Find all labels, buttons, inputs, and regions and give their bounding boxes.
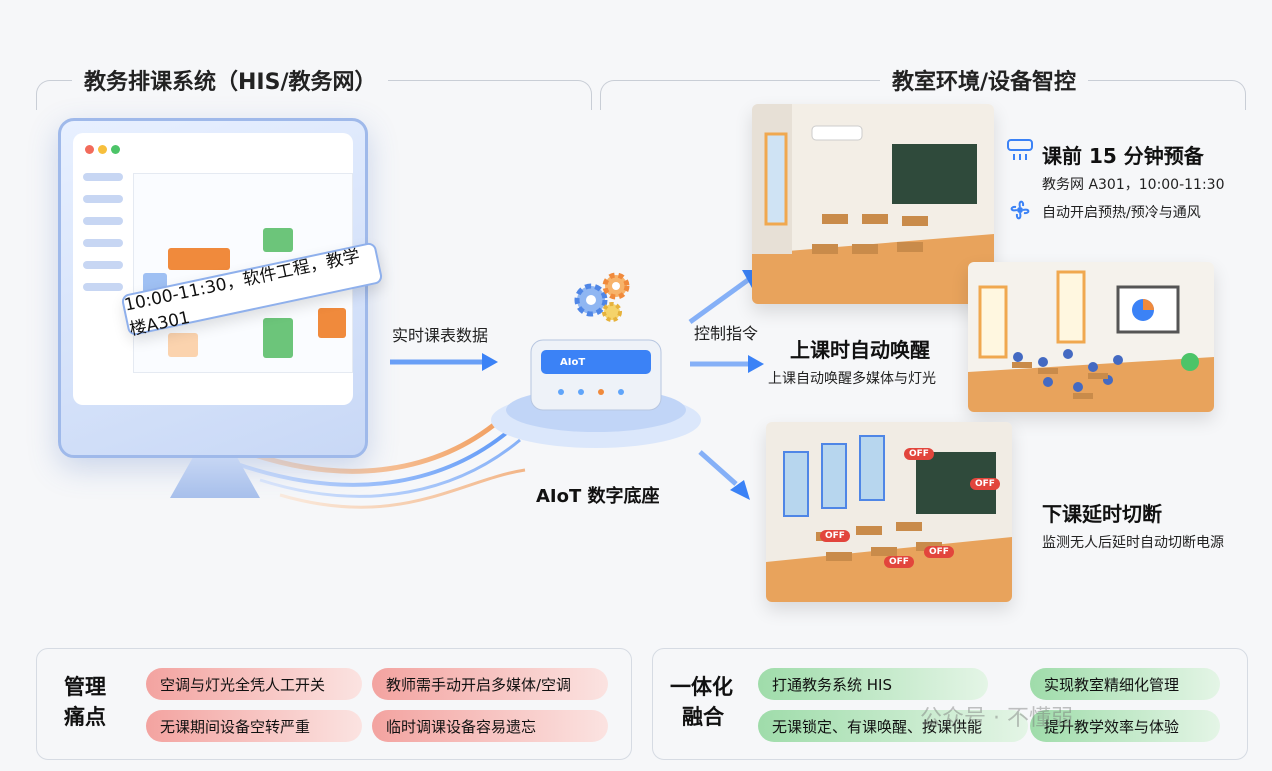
fusion-item: 提升教学效率与体验 xyxy=(1030,710,1220,742)
hub-device-text: AIoT xyxy=(560,357,586,368)
room3-line1: 监测无人后延时自动切断电源 xyxy=(1042,535,1224,551)
right-arrow-icon xyxy=(390,353,498,371)
air-conditioner-icon xyxy=(1007,139,1033,160)
classroom-power-off-image xyxy=(766,422,1012,602)
room2-line1: 上课自动唤醒多媒体与灯光 xyxy=(768,371,936,387)
aiot-hub-label: AIoT 数字底座 xyxy=(536,486,660,507)
right-panel-title: 教室环境/设备智控 xyxy=(880,64,1089,96)
room1-line1: 教务网 A301，10:00-11:30 xyxy=(1042,177,1225,193)
room1-title: 课前 15 分钟预备 xyxy=(1042,144,1204,168)
pain-item: 教师需手动开启多媒体/空调 xyxy=(372,668,608,700)
off-badge-2: OFF xyxy=(970,478,1000,490)
off-badge-1: OFF xyxy=(904,448,934,460)
pain-item: 临时调课设备容易遗忘 xyxy=(372,710,608,742)
window-dot-yellow xyxy=(98,145,107,154)
window-dot-red xyxy=(85,145,94,154)
sidebar xyxy=(83,173,123,373)
off-badge-3: OFF xyxy=(820,530,850,542)
fusion-item: 打通教务系统 HIS xyxy=(758,668,988,700)
fusion-label: 一体化 融合 xyxy=(670,672,733,732)
classroom-in-session-image xyxy=(968,262,1214,412)
pain-item: 无课期间设备空转严重 xyxy=(146,710,362,742)
fusion-item: 无课锁定、有课唤醒、按课供能 xyxy=(758,710,1028,742)
data-flow-lines xyxy=(239,398,662,509)
gear-icon xyxy=(574,272,630,322)
room1-line2: 自动开启预热/预冷与通风 xyxy=(1042,205,1201,221)
pain-label-line1: 管理 xyxy=(64,675,106,699)
classroom-preparation-image xyxy=(752,104,994,304)
room2-title: 上课时自动唤醒 xyxy=(790,338,930,362)
control-arrows xyxy=(688,270,764,500)
fan-icon xyxy=(1010,200,1030,220)
watermark: 公众号 · 不懂弱 xyxy=(920,706,1073,731)
realtime-data-label: 实时课表数据 xyxy=(392,326,489,345)
pain-label-line2: 痛点 xyxy=(64,705,106,729)
room3-title: 下课延时切断 xyxy=(1042,502,1162,526)
fusion-label-line1: 一体化 xyxy=(670,675,733,699)
fusion-label-line2: 融合 xyxy=(682,705,724,729)
control-command-label: 控制指令 xyxy=(694,324,759,343)
window-dot-green xyxy=(111,145,120,154)
pain-label: 管理 痛点 xyxy=(64,672,106,732)
off-badge-4: OFF xyxy=(924,546,954,558)
aiot-hub-device xyxy=(491,339,701,448)
pain-item: 空调与灯光全凭人工开关 xyxy=(146,668,362,700)
left-panel-title: 教务排课系统（HIS/教务网） xyxy=(72,64,389,96)
pain-points-box xyxy=(36,648,632,760)
fusion-item: 实现教室精细化管理 xyxy=(1030,668,1220,700)
off-badge-5: OFF xyxy=(884,556,914,568)
